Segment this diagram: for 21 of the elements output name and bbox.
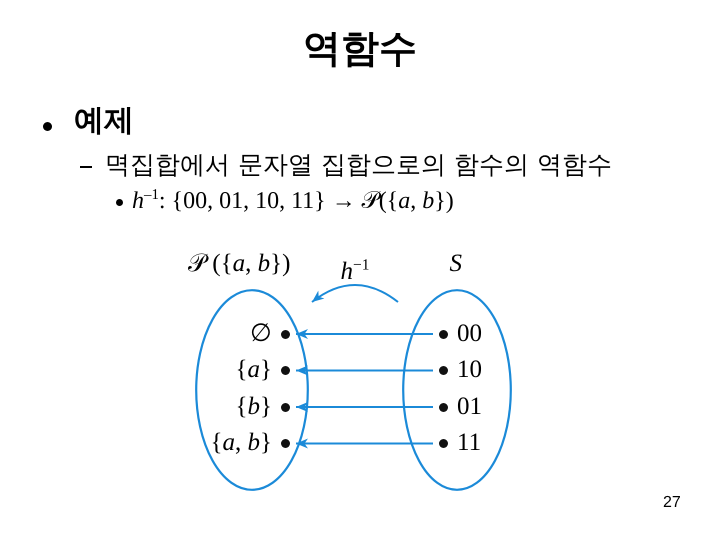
element-label: {a, b} [210,429,272,458]
set-label: S [450,250,462,279]
arrow [296,366,433,376]
element-label: 11 [457,429,482,458]
page-number: 27 [663,494,681,512]
arrow [296,329,433,339]
bullet-text: 멱집합에서 문자열 집합으로의 함수의 역함수 [105,151,612,180]
element-label: 10 [457,356,482,385]
function-notation: h$^{–1}$: {00, 01, 10, 11} → 𝒫({a, b}) [132,188,454,216]
arrow [296,402,433,412]
element-label: {a} [236,356,272,385]
bullet-heading: 예제 [74,104,134,138]
element-label: {b} [236,392,272,422]
slide-title: 역함수 [303,26,417,70]
set-label: 𝒫 ({a, b}) [188,250,290,279]
element-label: ∅ [250,320,272,348]
arrow [311,284,399,303]
element-label: 00 [457,320,482,348]
element-label: 01 [457,392,482,422]
edge-label: h$^{−1}$ [340,258,370,287]
arrow [296,438,433,448]
